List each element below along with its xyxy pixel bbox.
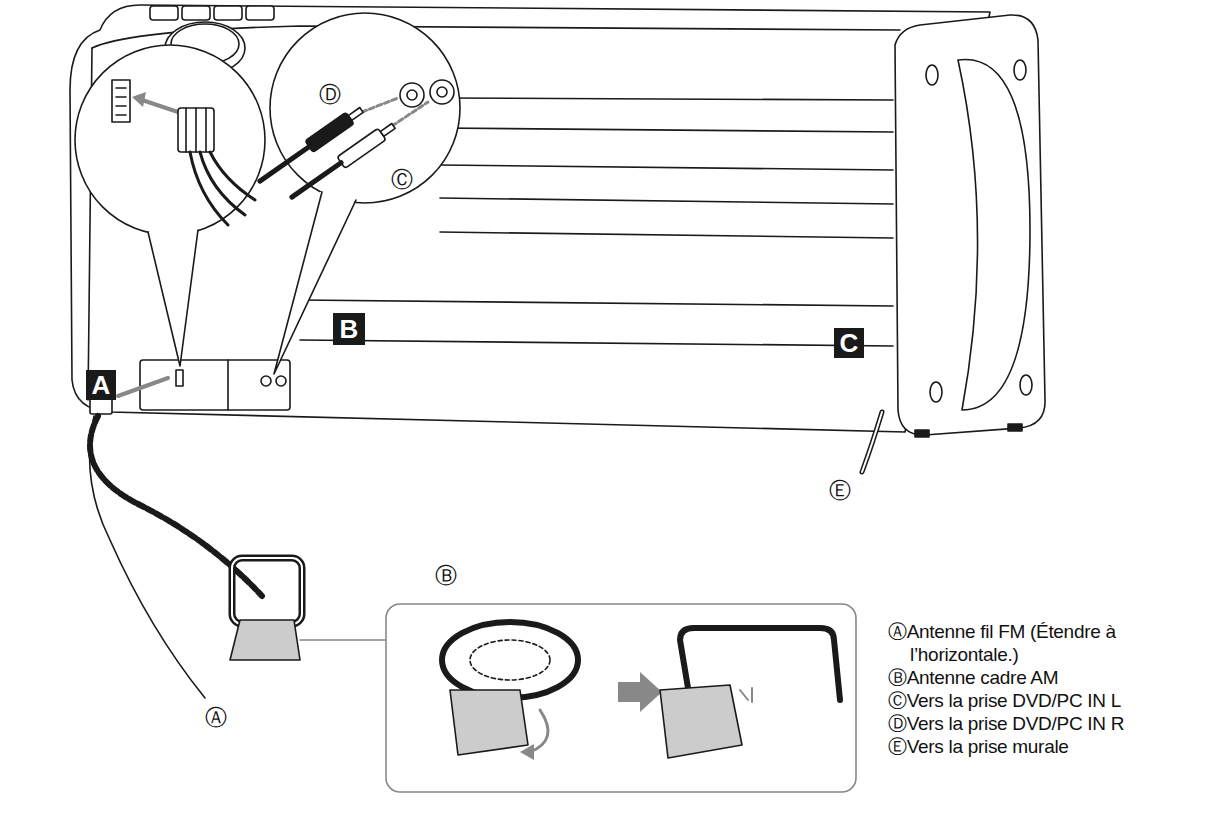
section-marker: B (333, 313, 365, 345)
key-entry: ⒸVers la prise DVD/PC IN L (888, 689, 1138, 712)
callout-letter: Ⓑ (435, 565, 457, 587)
power-cord-core (862, 412, 882, 472)
button (182, 6, 210, 20)
button (150, 6, 178, 20)
zoom-bubble (75, 45, 265, 235)
jack (276, 376, 286, 386)
button (246, 6, 274, 20)
screw (1020, 375, 1032, 395)
input-jack-hole (437, 87, 447, 97)
insert-arrow (142, 100, 178, 112)
body-groove (440, 98, 893, 100)
input-jack-hole (407, 90, 417, 100)
key-entry: ⒶAntenne fil FM (Étendre à l’horizontale… (888, 620, 1138, 666)
am-stand (230, 620, 300, 660)
antenna-socket (176, 370, 183, 386)
antenna-plug (178, 108, 214, 152)
insert-arrowhead (132, 92, 146, 107)
leader-line (300, 639, 386, 641)
callout-letter: Ⓒ (391, 169, 413, 191)
step-arrow (618, 672, 662, 712)
input-jack (430, 80, 454, 104)
rca-plug-white (288, 120, 398, 203)
power-cord (862, 412, 882, 472)
plug-cable (292, 163, 341, 197)
inset-frame (386, 604, 856, 792)
key-entry: ⒹVers la prise DVD/PC IN R (888, 712, 1138, 735)
section-letter: B (340, 316, 359, 342)
speaker-end (895, 15, 1045, 435)
button (214, 6, 242, 20)
screw (930, 382, 942, 402)
key-entry: ⒺVers la prise murale (888, 735, 1138, 758)
speaker-grille (958, 59, 1030, 410)
body-groove (440, 198, 893, 204)
bubble-tail (148, 226, 198, 366)
jack (261, 376, 271, 386)
body-groove (300, 300, 893, 306)
callout-letter: Ⓓ (319, 84, 341, 106)
unit-body (70, 5, 990, 432)
am-loop (232, 558, 302, 624)
callout-letter: Ⓐ (205, 707, 227, 729)
screw (1014, 60, 1026, 80)
screw (926, 65, 938, 85)
panel-divider (227, 360, 229, 410)
body-groove (440, 232, 893, 238)
foot (1008, 424, 1022, 431)
insert-arrow (362, 98, 398, 112)
socket-teeth (116, 88, 126, 115)
am-stand (450, 690, 528, 755)
section-marker: A (86, 370, 116, 400)
am-cable (90, 416, 262, 596)
key-entry: ⒷAntenne cadre AM (888, 666, 1138, 689)
body-groove (440, 165, 893, 170)
zoom-bubble (270, 13, 460, 203)
am-loop-inner (232, 558, 302, 624)
body-groove (300, 340, 893, 346)
socket (112, 80, 130, 122)
plug-body (337, 128, 386, 168)
am-loop-flat (442, 622, 578, 698)
antenna-wires (190, 152, 255, 225)
am-loop-core (470, 640, 550, 680)
body-groove (440, 128, 893, 132)
callout-letter: Ⓔ (829, 480, 851, 502)
section-letter: A (92, 372, 111, 398)
foot (915, 430, 929, 437)
plug-detail (186, 108, 206, 152)
rear-panel (140, 360, 290, 410)
fm-wire (90, 416, 205, 698)
plug-arrow (118, 378, 168, 396)
input-jack (400, 83, 424, 107)
legend-column: ⒶAntenne fil FM (Étendre à l’horizontale… (888, 620, 1138, 758)
plug-body (305, 112, 354, 152)
plug-cable (260, 147, 309, 181)
rca-plug-black (256, 104, 366, 187)
bubble-tail (274, 190, 355, 374)
section-marker: C (834, 328, 864, 358)
bubble-tail-edge (274, 192, 356, 374)
bubble-tail-edge (148, 230, 198, 366)
insert-arrow (392, 102, 428, 126)
section-letter: C (840, 330, 859, 356)
fold-arrowhead (520, 744, 534, 760)
click-mark (740, 688, 752, 702)
am-stand (660, 685, 742, 758)
